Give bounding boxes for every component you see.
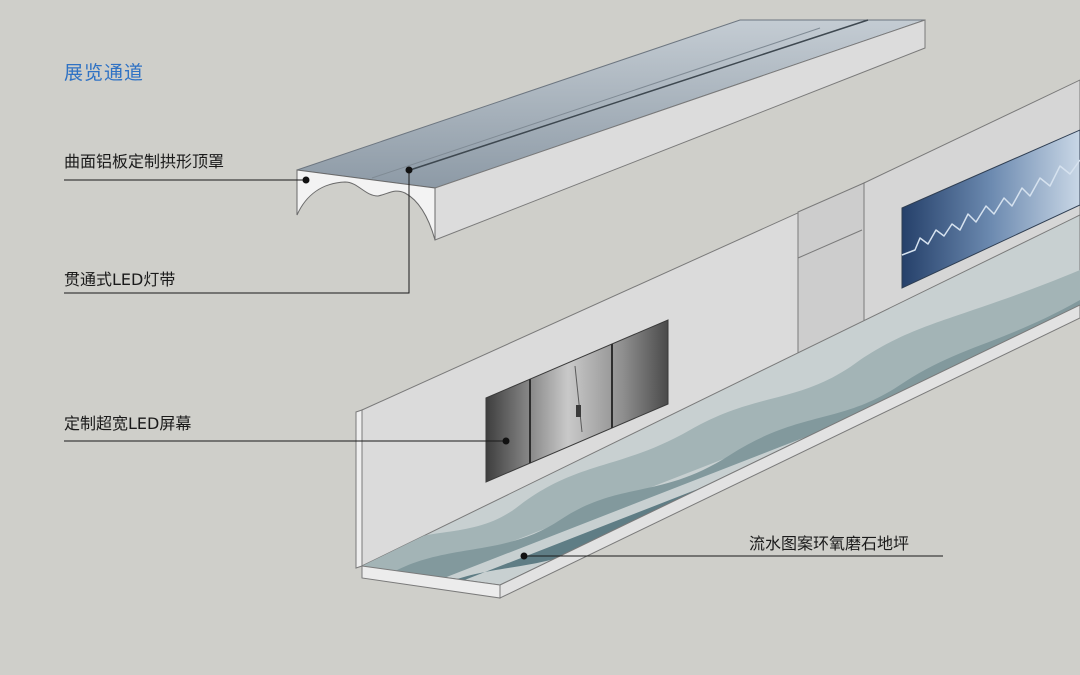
wall-end-cap — [355, 409, 363, 569]
corridor-floor — [360, 214, 1080, 599]
diagram-title: 展览通道 — [64, 62, 145, 84]
water-wave-light — [362, 270, 1080, 585]
label-ceiling: 曲面铝板定制拱形顶罩 — [64, 152, 225, 171]
leader-led — [64, 170, 410, 294]
leader-screen-dot — [502, 437, 510, 445]
water-wave-mid — [362, 300, 1080, 585]
floor-side-edge — [499, 304, 1080, 599]
leader-led-dot — [405, 166, 413, 174]
leader-floor-dot — [520, 552, 528, 560]
label-led-strip: 贯通式LED灯带 — [64, 270, 176, 289]
label-screen: 定制超宽LED屏幕 — [64, 414, 192, 433]
ceiling-canopy — [296, 19, 926, 241]
led-screen-near — [485, 319, 669, 483]
leader-lines — [64, 166, 943, 560]
ceiling-groove-line — [371, 27, 821, 179]
door-lintel — [797, 229, 863, 259]
led-screen-far — [901, 129, 1080, 289]
ceiling-arch-profile — [296, 169, 436, 241]
led-strip-line — [409, 19, 869, 171]
label-floor: 流水图案环氧磨石地坪 — [749, 534, 910, 553]
leader-ceiling-dot — [302, 176, 310, 184]
